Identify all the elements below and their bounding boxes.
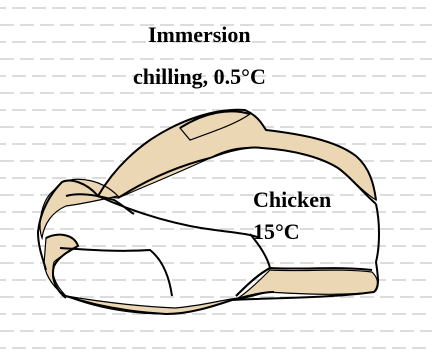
- outline-leg-cross: [60, 248, 172, 296]
- medium-label-line2: chilling, 0.5°C: [133, 62, 266, 92]
- skin-front-leg: [44, 235, 78, 296]
- outline-chest: [98, 196, 260, 238]
- chicken-label-line1: Chicken: [253, 185, 331, 215]
- skin-back-band: [98, 110, 376, 200]
- chicken-label-line2: 15°C: [253, 217, 300, 247]
- medium-label-line1: Immersion: [148, 20, 251, 50]
